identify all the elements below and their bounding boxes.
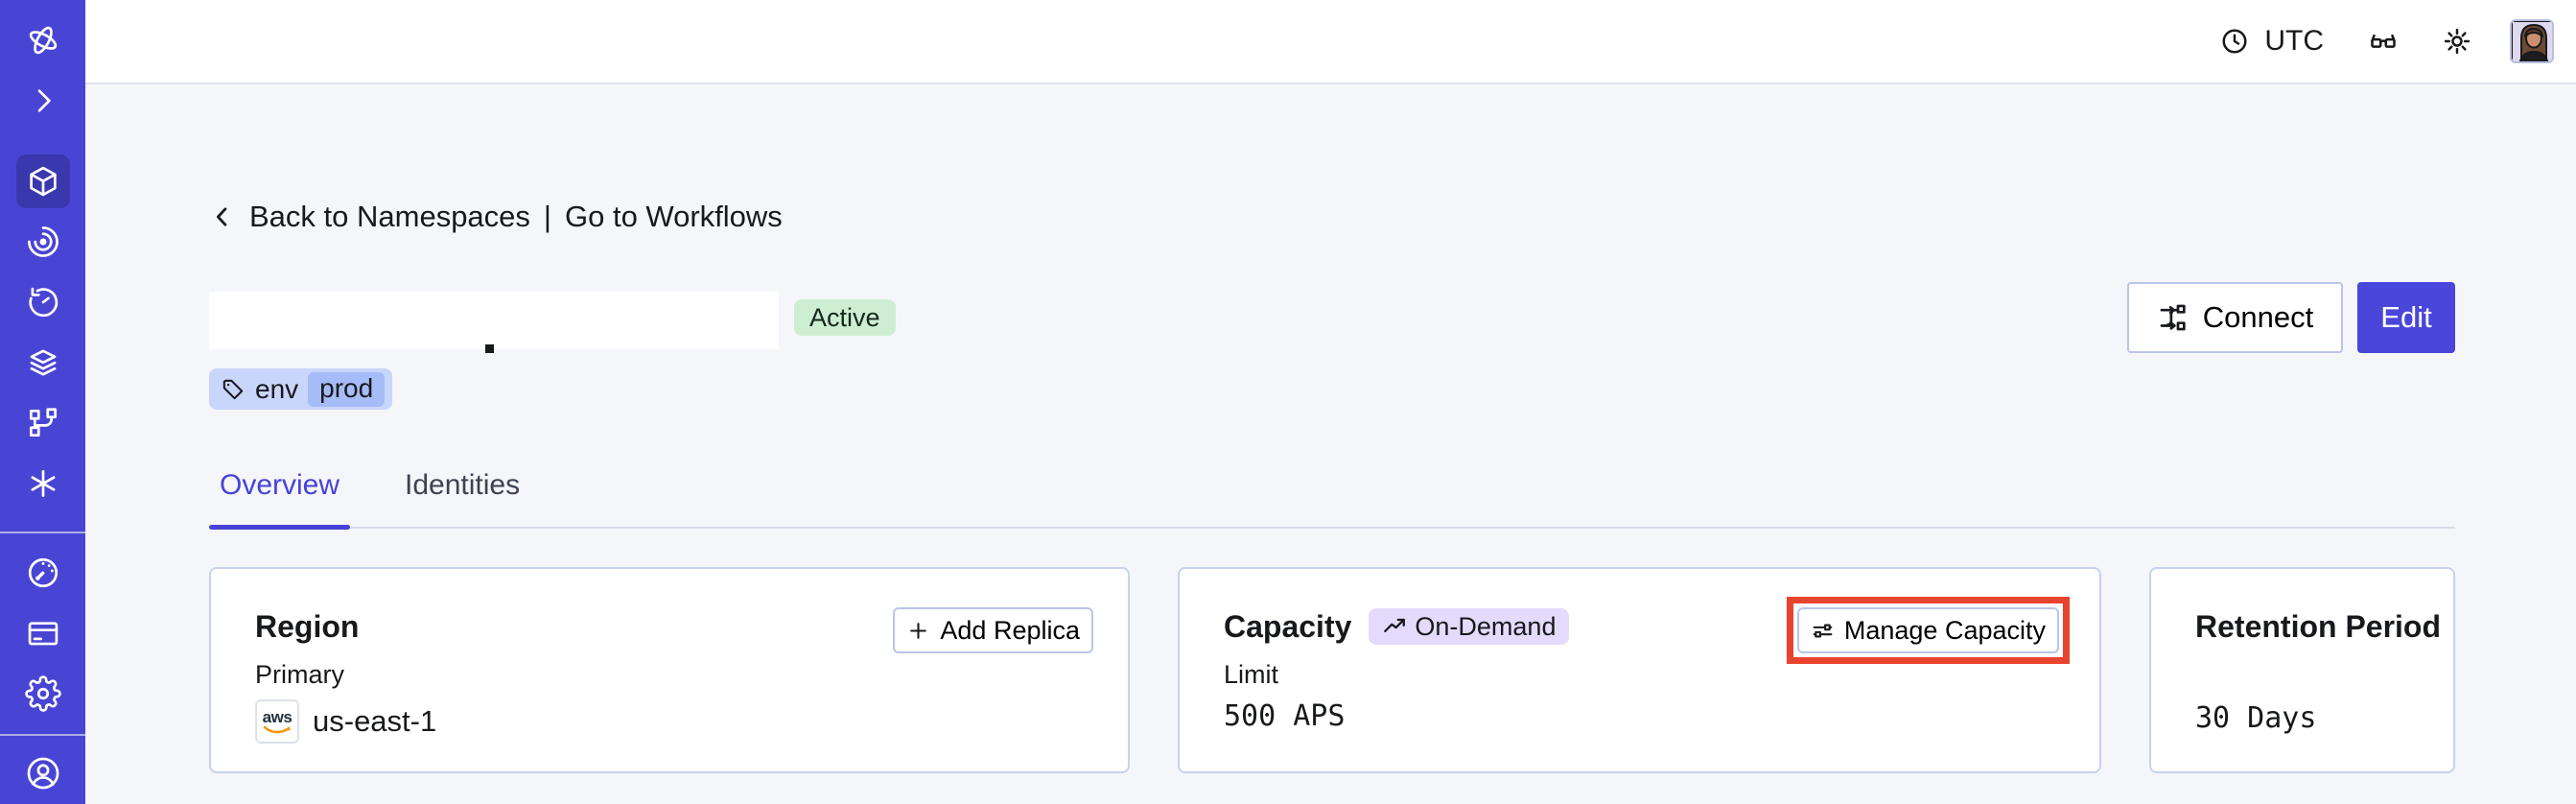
capacity-card-title: Capacity xyxy=(1224,609,1352,644)
tab-overview[interactable]: Overview xyxy=(209,469,351,530)
main-content: Back to Namespaces | Go to Workflows Act… xyxy=(85,84,2576,773)
timezone-label: UTC xyxy=(2264,25,2324,57)
edit-button-label: Edit xyxy=(2380,300,2432,334)
edit-button[interactable]: Edit xyxy=(2357,282,2455,353)
title-actions: Connect Edit xyxy=(2127,282,2455,353)
plus-icon xyxy=(910,622,927,639)
connect-button-label: Connect xyxy=(2202,300,2314,334)
sidebar-item-namespaces[interactable] xyxy=(0,151,85,211)
usage-gauge-icon xyxy=(28,558,58,588)
aws-provider-icon: aws xyxy=(255,699,299,744)
region-card: Region Add Replica Primary aws us-east-1 xyxy=(209,567,1130,773)
sidebar-item-batch-operations[interactable] xyxy=(0,454,85,514)
expand-chevron-icon[interactable] xyxy=(0,70,85,130)
sidebar xyxy=(0,0,85,804)
sidebar-item-deployments[interactable] xyxy=(0,332,85,392)
namespace-title-row: Active Connect Edit xyxy=(209,282,2455,353)
sidebar-divider xyxy=(0,733,85,736)
trending-up-icon xyxy=(1384,618,1406,633)
profile-user-icon xyxy=(27,758,59,790)
sidebar-item-nexus[interactable] xyxy=(0,393,85,454)
region-card-title: Region xyxy=(255,609,360,644)
namespace-title-redaction xyxy=(209,292,779,353)
top-bar: UTC xyxy=(85,0,2576,84)
cards-row: Region Add Replica Primary aws us-east-1 xyxy=(209,567,2455,773)
billing-card-icon xyxy=(28,622,58,646)
breadcrumb-workflows-link[interactable]: Go to Workflows xyxy=(564,200,783,233)
tag-icon xyxy=(222,379,244,399)
sliders-icon xyxy=(1813,624,1833,637)
temporal-logo-icon[interactable] xyxy=(0,10,85,70)
on-demand-badge-label: On-Demand xyxy=(1415,611,1557,641)
status-badge: Active xyxy=(794,299,896,336)
add-replica-label: Add Replica xyxy=(940,615,1080,645)
avatar-portrait xyxy=(2512,21,2552,61)
aws-logo-text: aws xyxy=(262,707,293,726)
breadcrumb-back-link[interactable]: Back to Namespaces xyxy=(249,200,530,233)
annotation-highlight-box: Manage Capacity xyxy=(1786,597,2070,664)
tag-key: env xyxy=(255,373,299,404)
breadcrumb-separator: | xyxy=(543,200,551,233)
settings-gear-icon xyxy=(24,675,61,713)
tabs: Overview Identities xyxy=(209,469,2455,530)
capacity-limit-label: Limit xyxy=(1224,660,1279,689)
chevron-left-icon[interactable] xyxy=(209,203,236,230)
batch-asterisk-icon xyxy=(31,470,55,498)
region-value: us-east-1 xyxy=(313,704,437,738)
tab-identities[interactable]: Identities xyxy=(405,469,521,501)
retention-value: 30 Days xyxy=(2195,701,2317,735)
sun-icon[interactable] xyxy=(2443,27,2471,56)
sidebar-item-workflows[interactable] xyxy=(0,211,85,272)
breadcrumb: Back to Namespaces | Go to Workflows xyxy=(209,200,2455,234)
retention-card-title: Retention Period xyxy=(2195,609,2442,644)
aws-smile-swoosh xyxy=(263,725,291,733)
capacity-card: Capacity On-Demand Manage Capacity Limit… xyxy=(1178,567,2101,773)
add-replica-button[interactable]: Add Replica xyxy=(893,607,1093,653)
glasses-icon[interactable] xyxy=(2369,27,2398,56)
tag-value-chip: prod xyxy=(308,371,386,407)
manage-capacity-label: Manage Capacity xyxy=(1843,615,2046,645)
redaction-dot xyxy=(485,344,494,353)
on-demand-badge: On-Demand xyxy=(1369,608,1570,645)
workflows-orbit-icon xyxy=(27,225,59,257)
connect-icon xyxy=(2160,304,2186,331)
tag-row: env prod xyxy=(209,368,2455,410)
schedules-clock-icon xyxy=(28,287,58,317)
sidebar-item-schedules[interactable] xyxy=(0,272,85,332)
deployments-layers-icon xyxy=(30,349,56,376)
retention-card: Retention Period 30 Days xyxy=(2149,567,2455,773)
connect-button[interactable]: Connect xyxy=(2127,282,2343,353)
user-avatar[interactable] xyxy=(2510,19,2554,63)
clock-icon xyxy=(2222,29,2247,54)
sidebar-divider xyxy=(0,531,85,533)
namespaces-cube-icon xyxy=(15,154,70,208)
sidebar-item-settings[interactable] xyxy=(0,664,85,724)
capacity-value: 500 APS xyxy=(1224,699,1346,733)
region-primary-label: Primary xyxy=(255,660,344,689)
namespace-tag[interactable]: env prod xyxy=(209,368,393,410)
sidebar-item-billing[interactable] xyxy=(0,603,85,664)
sidebar-item-profile[interactable] xyxy=(0,744,85,804)
nexus-branch-icon xyxy=(29,408,57,437)
manage-capacity-button[interactable]: Manage Capacity xyxy=(1796,607,2059,653)
timezone-selector[interactable]: UTC xyxy=(2220,25,2324,58)
sidebar-item-usage[interactable] xyxy=(0,543,85,603)
